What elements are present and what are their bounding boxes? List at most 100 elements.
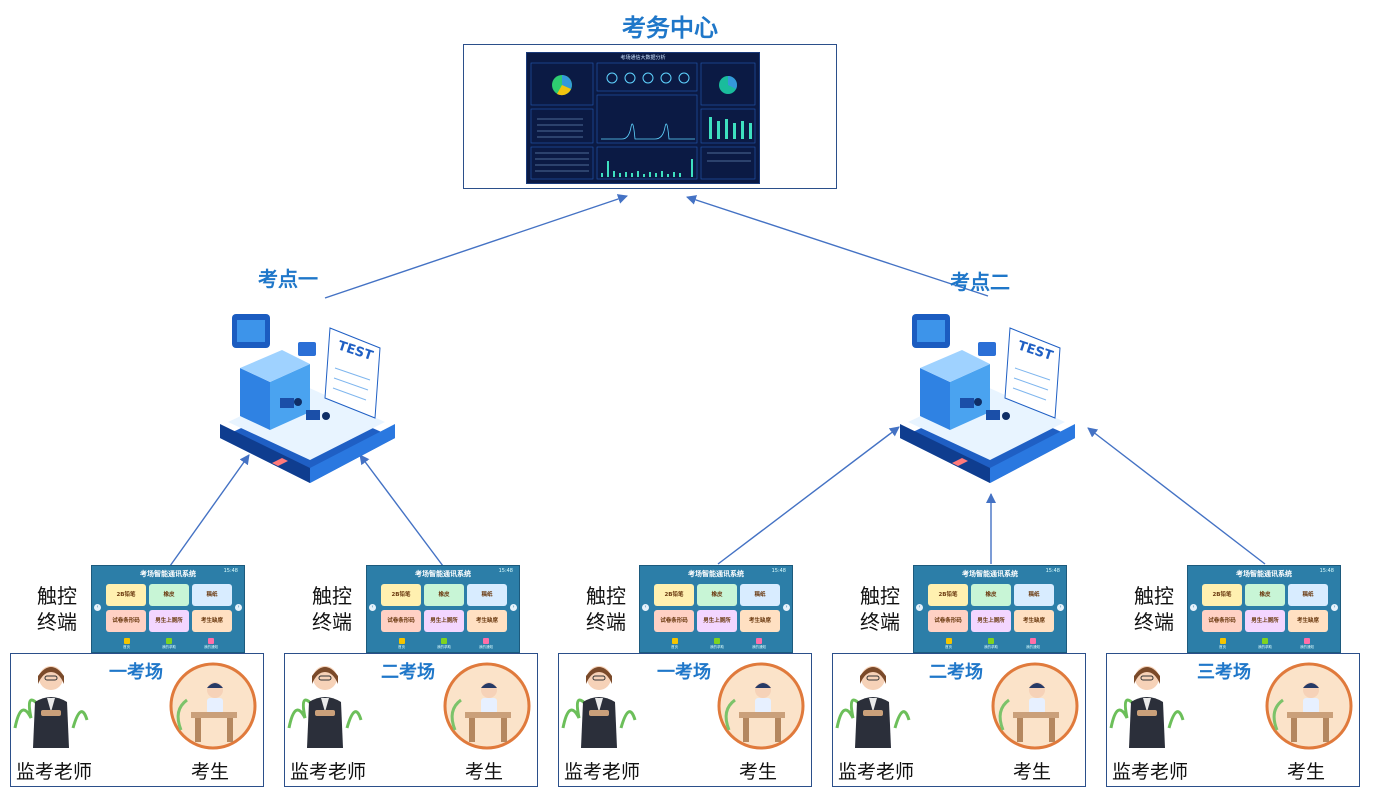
tile-pencil[interactable]: 2B铅笔 xyxy=(1202,584,1242,606)
terminal-label-1: 触控 终端 xyxy=(37,583,87,635)
tile-absent[interactable]: 考生缺席 xyxy=(1014,610,1054,632)
prev-arrow-icon[interactable]: ‹ xyxy=(94,604,101,611)
teacher-label: 监考老师 xyxy=(16,761,93,783)
student-illustration xyxy=(443,662,531,750)
teacher-label: 监考老师 xyxy=(838,761,915,783)
help-label: 我的求助 xyxy=(710,645,724,649)
student-illustration xyxy=(717,662,805,750)
tile-restroom[interactable]: 男生上厕所 xyxy=(424,610,464,632)
terminal-screen-title: 考场智能通讯系统 xyxy=(962,570,1018,578)
next-arrow-icon[interactable]: › xyxy=(510,604,517,611)
home-icon[interactable] xyxy=(399,638,405,644)
prev-arrow-icon[interactable]: ‹ xyxy=(642,604,649,611)
tile-barcode[interactable]: 试卷条形码 xyxy=(654,610,694,632)
tile-eraser[interactable]: 橡皮 xyxy=(971,584,1011,606)
notice-label: 我的通知 xyxy=(204,645,218,649)
tile-paper[interactable]: 稿纸 xyxy=(740,584,780,606)
prev-arrow-icon[interactable]: ‹ xyxy=(369,604,376,611)
terminal-label-2: 触控 终端 xyxy=(312,583,362,635)
terminal-label-line2: 终端 xyxy=(860,610,900,634)
home-icon[interactable] xyxy=(124,638,130,644)
teacher-illustration xyxy=(561,666,637,748)
edge-site1-to-center xyxy=(324,194,628,299)
help-icon[interactable] xyxy=(1262,638,1268,644)
notice-icon[interactable] xyxy=(483,638,489,644)
exam-room-5: 三考场 监考老师 考生 xyxy=(1106,653,1360,787)
tile-paper[interactable]: 稿纸 xyxy=(467,584,507,606)
dashboard-screenshot: 考场通信大数据分析 xyxy=(526,52,760,184)
home-icon[interactable] xyxy=(1220,638,1226,644)
tile-absent[interactable]: 考生缺席 xyxy=(467,610,507,632)
room-title: 二考场 xyxy=(929,662,983,683)
tile-eraser[interactable]: 橡皮 xyxy=(697,584,737,606)
touch-terminal-1[interactable]: 考场智能通讯系统 15:48 ‹ › 2B铅笔 橡皮 稿纸 试卷条形码 男生上厕… xyxy=(91,565,245,653)
student-label: 考生 xyxy=(739,761,778,783)
tile-eraser[interactable]: 橡皮 xyxy=(1245,584,1285,606)
help-icon[interactable] xyxy=(714,638,720,644)
room-title: 三考场 xyxy=(1197,662,1251,683)
next-arrow-icon[interactable]: › xyxy=(235,604,242,611)
tile-paper[interactable]: 稿纸 xyxy=(1014,584,1054,606)
home-icon[interactable] xyxy=(946,638,952,644)
tile-barcode[interactable]: 试卷条形码 xyxy=(381,610,421,632)
terminal-label-4: 触控 终端 xyxy=(860,583,910,635)
home-icon[interactable] xyxy=(672,638,678,644)
tile-restroom[interactable]: 男生上厕所 xyxy=(149,610,189,632)
touch-terminal-4[interactable]: 考场智能通讯系统 15:48 ‹ › 2B铅笔 橡皮 稿纸 试卷条形码 男生上厕… xyxy=(913,565,1067,653)
terminal-label-line1: 触控 xyxy=(37,584,77,608)
edge-t3-to-site2 xyxy=(717,426,900,565)
home-label: 首页 xyxy=(1219,645,1226,649)
edge-t2-to-site1 xyxy=(359,454,444,567)
next-arrow-icon[interactable]: › xyxy=(1057,604,1064,611)
notice-icon[interactable] xyxy=(208,638,214,644)
next-arrow-icon[interactable]: › xyxy=(1331,604,1338,611)
tile-absent[interactable]: 考生缺席 xyxy=(192,610,232,632)
prev-arrow-icon[interactable]: ‹ xyxy=(1190,604,1197,611)
exam-room-3: 一考场 监考老师 考生 xyxy=(558,653,812,787)
touch-terminal-5[interactable]: 考场智能通讯系统 15:48 ‹ › 2B铅笔 橡皮 稿纸 试卷条形码 男生上厕… xyxy=(1187,565,1341,653)
touch-terminal-3[interactable]: 考场智能通讯系统 15:48 ‹ › 2B铅笔 橡皮 稿纸 试卷条形码 男生上厕… xyxy=(639,565,793,653)
tile-restroom[interactable]: 男生上厕所 xyxy=(1245,610,1285,632)
tile-paper[interactable]: 稿纸 xyxy=(1288,584,1328,606)
help-label: 我的求助 xyxy=(1258,645,1272,649)
notice-icon[interactable] xyxy=(756,638,762,644)
help-icon[interactable] xyxy=(988,638,994,644)
tile-barcode[interactable]: 试卷条形码 xyxy=(1202,610,1242,632)
prev-arrow-icon[interactable]: ‹ xyxy=(916,604,923,611)
tile-eraser[interactable]: 橡皮 xyxy=(424,584,464,606)
home-label: 首页 xyxy=(671,645,678,649)
exam-room-4: 二考场 监考老师 考生 xyxy=(832,653,1086,787)
terminal-label-line1: 触控 xyxy=(860,584,900,608)
room-title: 一考场 xyxy=(657,662,711,683)
help-label: 我的求助 xyxy=(437,645,451,649)
help-icon[interactable] xyxy=(441,638,447,644)
site2-title: 考点二 xyxy=(950,270,1010,294)
tile-absent[interactable]: 考生缺席 xyxy=(740,610,780,632)
terminal-label-line1: 触控 xyxy=(312,584,352,608)
tile-barcode[interactable]: 试卷条形码 xyxy=(928,610,968,632)
notice-icon[interactable] xyxy=(1304,638,1310,644)
student-illustration xyxy=(991,662,1079,750)
terminal-screen-title: 考场智能通讯系统 xyxy=(1236,570,1292,578)
tile-pencil[interactable]: 2B铅笔 xyxy=(928,584,968,606)
tile-restroom[interactable]: 男生上厕所 xyxy=(971,610,1011,632)
tile-pencil[interactable]: 2B铅笔 xyxy=(654,584,694,606)
student-label: 考生 xyxy=(1287,761,1326,783)
tile-eraser[interactable]: 橡皮 xyxy=(149,584,189,606)
student-label: 考生 xyxy=(191,761,230,783)
dashboard-graphics xyxy=(530,62,756,180)
touch-terminal-2[interactable]: 考场智能通讯系统 15:48 ‹ › 2B铅笔 橡皮 稿纸 试卷条形码 男生上厕… xyxy=(366,565,520,653)
tile-restroom[interactable]: 男生上厕所 xyxy=(697,610,737,632)
next-arrow-icon[interactable]: › xyxy=(783,604,790,611)
site2-exam-building-illustration: TEST xyxy=(900,314,1075,483)
help-label: 我的求助 xyxy=(162,645,176,649)
tile-pencil[interactable]: 2B铅笔 xyxy=(106,584,146,606)
home-label: 首页 xyxy=(123,645,130,649)
site1-exam-building-illustration: TEST xyxy=(220,314,395,483)
tile-barcode[interactable]: 试卷条形码 xyxy=(106,610,146,632)
tile-absent[interactable]: 考生缺席 xyxy=(1288,610,1328,632)
tile-paper[interactable]: 稿纸 xyxy=(192,584,232,606)
help-icon[interactable] xyxy=(166,638,172,644)
tile-pencil[interactable]: 2B铅笔 xyxy=(381,584,421,606)
notice-icon[interactable] xyxy=(1030,638,1036,644)
